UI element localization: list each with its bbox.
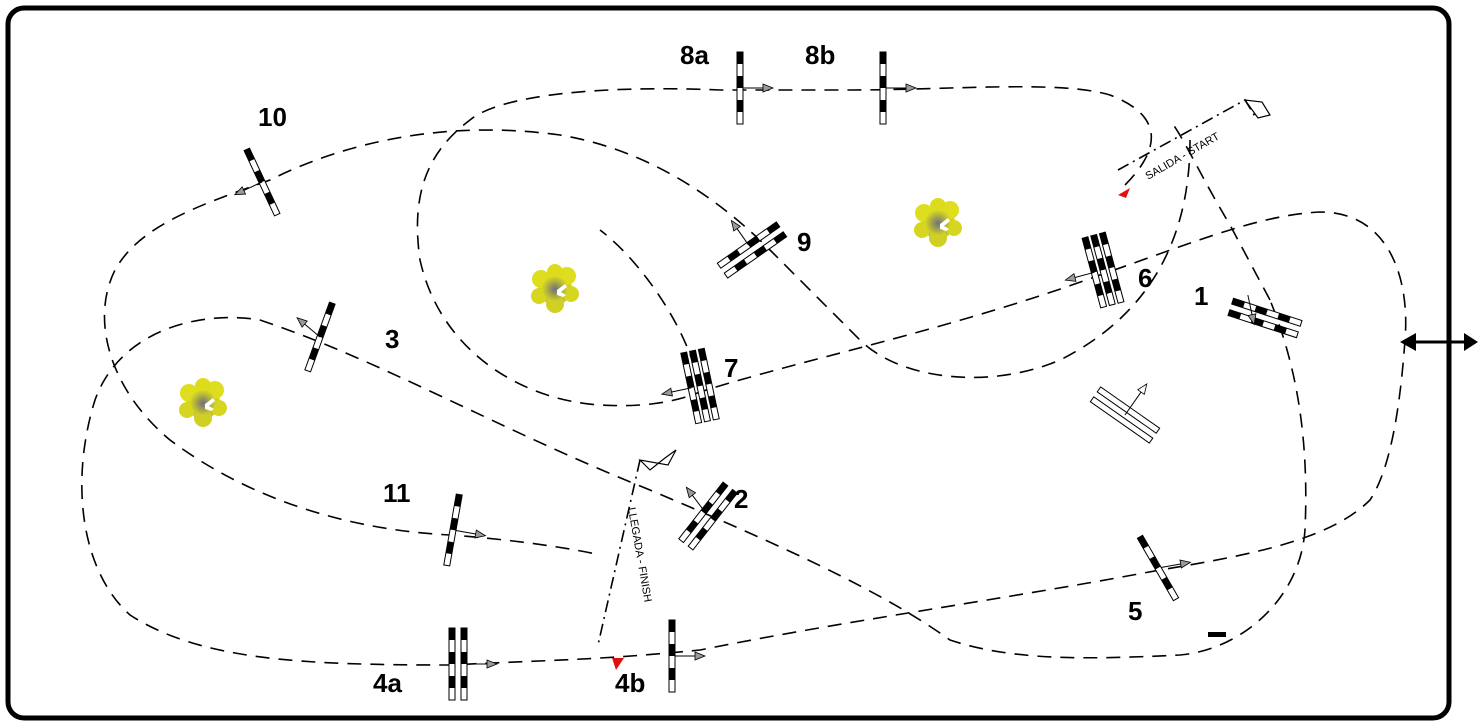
obstacle-8a-fence: [736, 51, 774, 125]
start-line-label: SALIDA - START: [1144, 130, 1222, 182]
start-line: SALIDA - START: [1117, 98, 1271, 198]
entrance-arrow-icon: [1400, 333, 1478, 351]
obstacle-10-fence: [232, 147, 281, 217]
obstacle-label-5: 5: [1128, 596, 1142, 626]
obstacle-1-fence: [1227, 293, 1303, 339]
obstacle-6-fence: [1063, 231, 1125, 309]
obstacle-2-fence: [678, 481, 738, 551]
spare-fence: [1089, 382, 1161, 444]
obstacle-8b-fence: [879, 51, 917, 125]
obstacle-label-2: 2: [734, 484, 748, 514]
obstacle-4b-fence: [668, 619, 706, 693]
tree-icon: [914, 198, 962, 247]
obstacle-label-1: 1: [1194, 281, 1208, 311]
obstacle-label-10: 10: [258, 102, 287, 132]
finish-line: LLEGADA - FINISH: [597, 449, 677, 670]
obstacle-4a-fence: [448, 627, 498, 701]
finish-line-label: LLEGADA - FINISH: [625, 506, 653, 603]
obstacle-label-9: 9: [797, 227, 811, 257]
obstacle-label-6: 6: [1138, 263, 1152, 293]
obstacle-label-4a: 4a: [373, 668, 402, 698]
obstacle-3-fence: [293, 301, 336, 373]
start-marker: [1118, 188, 1130, 198]
obstacle-9-fence: [716, 217, 788, 279]
obstacle-11-fence: [443, 493, 487, 567]
obstacle-7-fence: [660, 347, 720, 425]
course-path: [81, 85, 1407, 666]
obstacle-label-8a: 8a: [680, 40, 709, 70]
course-path-b: [1169, 119, 1271, 301]
obstacle-5-fence: [1136, 534, 1192, 602]
obstacle-label-3: 3: [385, 324, 399, 354]
course-path-d: [103, 129, 1191, 556]
tree-icon: [531, 264, 579, 313]
arena-border: [5, 5, 1452, 721]
obstacle-label-8b: 8b: [805, 40, 835, 70]
finish-marker: [612, 658, 624, 670]
distance-mark: [1208, 632, 1226, 637]
obstacle-label-11: 11: [383, 478, 411, 508]
tree-icon: [179, 378, 227, 427]
obstacle-label-4b: 4b: [615, 668, 645, 698]
obstacle-label-7: 7: [724, 353, 738, 383]
